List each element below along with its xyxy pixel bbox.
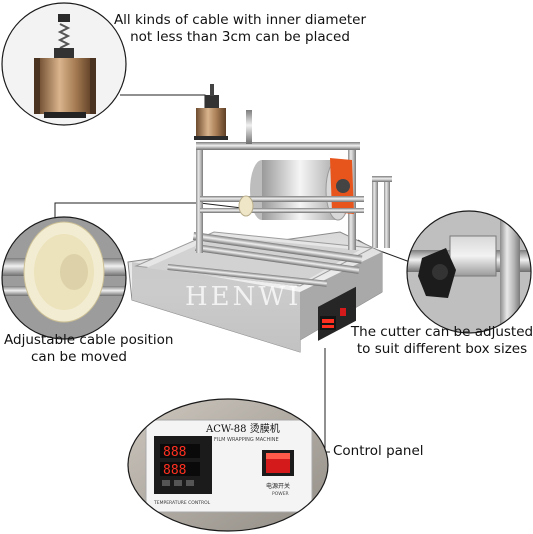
cable-reel-detail [1,2,127,126]
cutter-detail [406,210,532,334]
cutter-caption-line2: to suit different box sizes [356,341,528,357]
cable-reel-caption-line2: not less than 3cm can be placed [130,29,350,45]
svg-text:888: 888 [163,445,186,460]
controller-label: TEMPERATURE CONTROL [153,500,211,506]
wrapping-machine: HENWI [127,84,392,353]
cable-position-caption-line1: Adjustable cable position [4,332,174,348]
switch-label: 电源开关 [266,482,290,490]
svg-text:888: 888 [163,463,186,478]
switch-sub-label: POWER [272,491,289,497]
machine-display [320,308,346,330]
model-label: ACW-88 烫膜机 [205,422,280,435]
power-switch[interactable] [262,450,294,476]
cable-wheel-detail [1,216,127,340]
cable-reel-caption: All kinds of cable with inner diameter n… [108,12,372,46]
cutter-caption: The cutter can be adjusted to suit diffe… [348,324,533,358]
watermark: HENWI [185,282,301,312]
control-panel-detail: 888 888 TEMPERATURE CONTROL ACW-88 烫膜机 F… [127,398,329,532]
model-sub-label: FILM WRAPPING MACHINE [214,437,279,443]
cable-position-caption-line2: can be moved [31,349,127,365]
cutter-caption-line1: The cutter can be adjusted [350,324,533,340]
control-panel-caption: Control panel [333,443,424,459]
cable-position-caption: Adjustable cable position can be moved [4,332,174,366]
cable-reel-caption-line1: All kinds of cable with inner diameter [113,12,367,28]
